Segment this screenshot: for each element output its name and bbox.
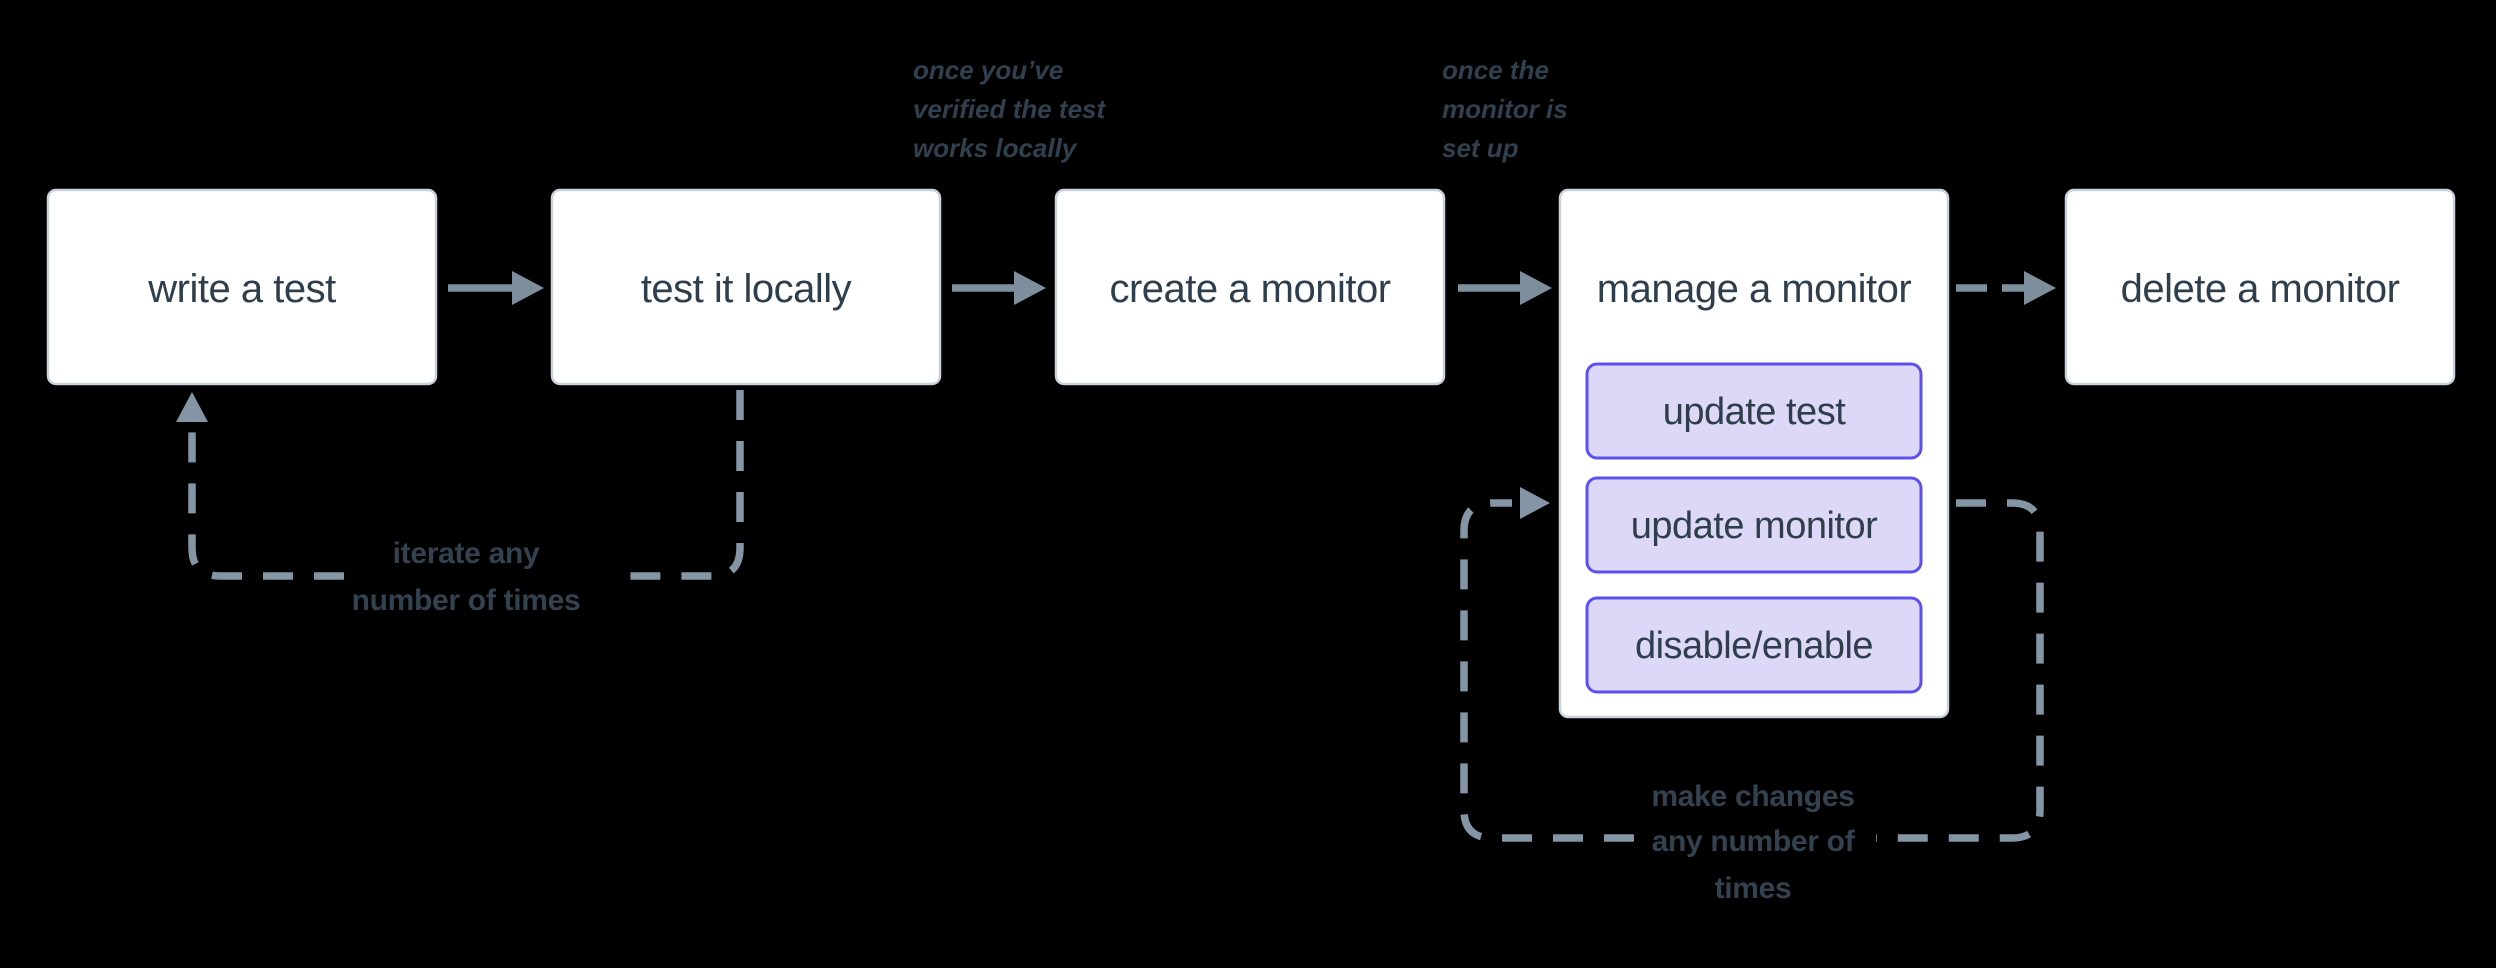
box-delete-a-monitor: delete a monitor bbox=[2064, 188, 2456, 386]
subaction-disable-enable: disable/enable bbox=[1585, 596, 1923, 694]
annotation-line: once you’ve bbox=[913, 55, 1063, 85]
box-write-a-test: write a test bbox=[46, 188, 438, 386]
subaction-label: update test bbox=[1663, 391, 1846, 433]
arrow-head-icon bbox=[1014, 271, 1046, 305]
loop-label-line: times bbox=[1715, 872, 1792, 905]
annotation-once-verified: once you’ve verified the test works loca… bbox=[913, 55, 1107, 163]
loop-label-line: iterate any bbox=[393, 537, 540, 570]
arrow-test-to-create bbox=[952, 271, 1046, 305]
loop-make-changes: make changes any number of times bbox=[1460, 487, 2044, 905]
loop-path-left bbox=[1460, 499, 1634, 842]
box-create-a-monitor: create a monitor bbox=[1054, 188, 1446, 386]
arrow-head-icon bbox=[176, 392, 208, 422]
box-write-a-test-shape bbox=[46, 188, 438, 386]
loop-label-iterate: iterate any number of times bbox=[352, 537, 581, 617]
loop-label-line: make changes bbox=[1651, 780, 1854, 813]
arrow-manage-to-delete-dashed bbox=[1956, 271, 2056, 305]
box-manage-a-monitor: manage a monitor update test update moni… bbox=[1558, 188, 1950, 719]
subaction-update-test-shape bbox=[1585, 362, 1923, 460]
annotation-line: monitor is bbox=[1442, 94, 1568, 124]
annotation-line: verified the test bbox=[913, 94, 1107, 124]
subaction-update-monitor: update monitor bbox=[1585, 476, 1923, 574]
loop-label-line: number of times bbox=[352, 584, 581, 617]
box-test-it-locally-shape bbox=[550, 188, 942, 386]
loop-path-left bbox=[188, 426, 344, 580]
box-delete-a-monitor-shape bbox=[2064, 188, 2456, 386]
box-label: delete a monitor bbox=[2121, 267, 2400, 311]
box-create-a-monitor-shape bbox=[1054, 188, 1446, 386]
box-label: write a test bbox=[147, 267, 336, 311]
subaction-label: update monitor bbox=[1631, 505, 1878, 547]
box-label: create a monitor bbox=[1109, 267, 1390, 311]
loop-label-line: any number of bbox=[1652, 825, 1856, 858]
loop-path-right bbox=[620, 390, 744, 580]
subaction-update-monitor-shape bbox=[1585, 476, 1923, 574]
subaction-disable-enable-shape bbox=[1585, 596, 1923, 694]
arrow-head-icon bbox=[2024, 271, 2056, 305]
annotation-line: works locally bbox=[913, 133, 1078, 163]
loop-label-make-changes: make changes any number of times bbox=[1651, 780, 1856, 905]
arrow-head-icon bbox=[512, 271, 544, 305]
box-label: manage a monitor bbox=[1597, 267, 1912, 311]
loop-path-right bbox=[1876, 499, 2044, 842]
loop-iterate: iterate any number of times bbox=[176, 390, 744, 617]
box-label: test it locally bbox=[641, 267, 852, 311]
annotation-line: set up bbox=[1442, 133, 1519, 163]
arrow-head-icon bbox=[1520, 271, 1552, 305]
box-test-it-locally: test it locally bbox=[550, 188, 942, 386]
subaction-label: disable/enable bbox=[1635, 625, 1873, 667]
arrow-head-icon bbox=[1520, 487, 1550, 519]
subaction-update-test: update test bbox=[1585, 362, 1923, 460]
annotation-line: once the bbox=[1442, 55, 1549, 85]
annotation-once-monitor-setup: once the monitor is set up bbox=[1442, 55, 1568, 163]
arrow-write-to-test bbox=[448, 271, 544, 305]
arrow-create-to-manage bbox=[1458, 271, 1552, 305]
